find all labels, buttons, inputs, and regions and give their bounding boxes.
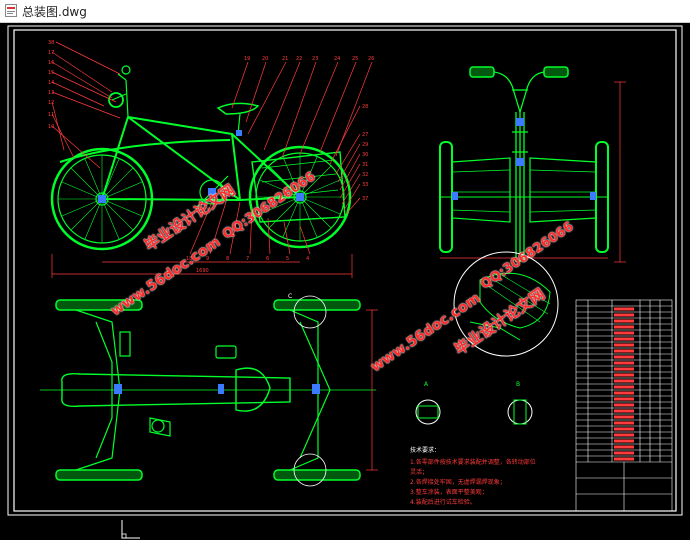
tech-line: 2.各焊接处牢固，无虚焊漏焊现象； <box>410 478 506 486</box>
ucs-icon <box>121 520 140 539</box>
svg-text:30: 30 <box>362 152 368 158</box>
table-cell-fill <box>614 367 634 371</box>
table-cell-fill <box>614 397 634 401</box>
tech-line: 1.各零部件按技术要求装配并调整，各转动部位 <box>410 458 536 466</box>
sheet-border <box>7 25 683 516</box>
table-cell-fill <box>614 349 634 353</box>
table-cell-fill <box>614 337 634 341</box>
svg-text:8: 8 <box>226 256 229 262</box>
svg-text:1690: 1690 <box>196 268 209 274</box>
svg-text:31: 31 <box>362 162 368 168</box>
svg-text:29: 29 <box>362 142 368 148</box>
tech-line: 4.装配后进行试车检验。 <box>410 498 476 506</box>
svg-text:16: 16 <box>48 60 54 66</box>
svg-text:28: 28 <box>362 104 368 110</box>
table-cell-fill <box>614 409 634 413</box>
table-cell-fill <box>614 445 634 449</box>
svg-text:15: 15 <box>48 70 54 76</box>
tech-requirements: 技术要求： 1.各零部件按技术要求装配并调整，各转动部位 灵活； 2.各焊接处牢… <box>410 446 536 506</box>
svg-text:11: 11 <box>48 112 54 118</box>
svg-text:37: 37 <box>362 196 368 202</box>
svg-text:4: 4 <box>306 256 309 262</box>
svg-text:5: 5 <box>286 256 289 262</box>
svg-text:14: 14 <box>48 80 54 86</box>
svg-text:19: 19 <box>244 56 250 62</box>
table-cell-fill <box>614 379 634 383</box>
window-title: 总装图.dwg <box>22 5 87 19</box>
section-views: A B <box>415 381 533 425</box>
top-view <box>40 299 376 481</box>
dwg-file-icon <box>5 4 17 17</box>
table-cell-fill <box>614 325 634 329</box>
table-cell-fill <box>614 307 634 311</box>
table-cell-fill <box>614 319 634 323</box>
svg-text:38: 38 <box>48 40 54 46</box>
table-cell-fill <box>614 385 634 389</box>
table-cell-fill <box>614 421 634 425</box>
table-cell-fill <box>614 355 634 359</box>
table-cell-fill <box>614 343 634 347</box>
title-bar: 总装图.dwg <box>0 0 690 23</box>
svg-text:17: 17 <box>48 50 54 56</box>
svg-text:10: 10 <box>48 124 54 130</box>
svg-text:20: 20 <box>262 56 268 62</box>
section-label-b: B <box>516 381 520 388</box>
table-cell-fill <box>614 391 634 395</box>
svg-text:32: 32 <box>362 172 368 178</box>
svg-text:23: 23 <box>312 56 318 62</box>
table-cell-fill <box>614 439 634 443</box>
table-cell-fill <box>614 403 634 407</box>
leader-lines <box>51 41 373 278</box>
svg-text:22: 22 <box>296 56 302 62</box>
table-cell-fill <box>614 361 634 365</box>
tech-heading: 技术要求： <box>410 446 440 454</box>
inner-border <box>13 29 677 512</box>
table-cell-fill <box>614 451 634 455</box>
svg-text:9: 9 <box>206 256 209 262</box>
svg-text:25: 25 <box>352 56 358 62</box>
detail-view <box>453 251 559 357</box>
table-cell-fill <box>614 457 634 461</box>
tech-line: 灵活； <box>410 468 428 476</box>
section-label-a: A <box>424 381 429 388</box>
svg-text:12: 12 <box>48 100 54 106</box>
svg-text:27: 27 <box>362 132 368 138</box>
svg-text:13: 13 <box>48 90 54 96</box>
table-cell-fill <box>614 331 634 335</box>
table-cell-fill <box>614 433 634 437</box>
table-cell-fill <box>614 427 634 431</box>
svg-text:21: 21 <box>282 56 288 62</box>
svg-text:26: 26 <box>368 56 374 62</box>
table-cell-fill <box>614 373 634 377</box>
svg-text:6: 6 <box>266 256 269 262</box>
svg-text:18: 18 <box>186 256 192 262</box>
table-cell-fill <box>614 313 634 317</box>
svg-text:7: 7 <box>246 256 249 262</box>
table-cell-fill <box>614 415 634 419</box>
section-label-c: C <box>288 293 292 300</box>
parts-list <box>575 299 673 512</box>
svg-text:24: 24 <box>334 56 340 62</box>
tech-line: 3.整车涂装，表面平整美观； <box>410 488 488 496</box>
svg-text:33: 33 <box>362 182 368 188</box>
